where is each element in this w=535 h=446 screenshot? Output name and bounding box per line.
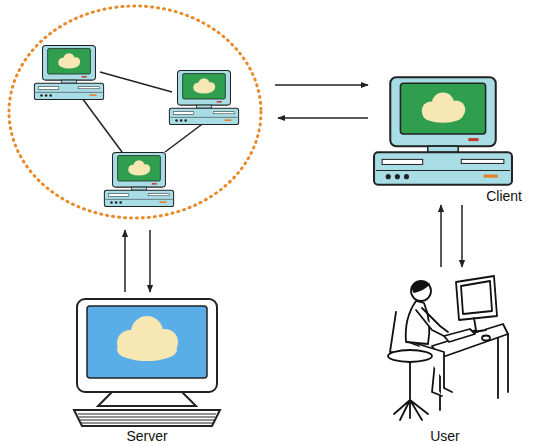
network-computer <box>169 71 238 125</box>
client-label-box: Client <box>366 76 528 204</box>
cluster-ring <box>9 6 261 218</box>
computer-label: Client <box>486 188 522 204</box>
computer-label: User <box>430 428 460 444</box>
server-label-box: Server <box>70 298 224 444</box>
flow-arrows <box>125 85 368 292</box>
server-computer <box>74 299 220 426</box>
flow-arrow <box>461 205 463 267</box>
user-label-box: User <box>378 268 512 444</box>
flow-arrow <box>440 205 442 267</box>
computer-label: Server <box>126 428 167 444</box>
user-figure <box>388 276 508 420</box>
network-computer <box>34 46 103 100</box>
network-computer <box>104 153 173 207</box>
client-computer <box>374 77 512 185</box>
